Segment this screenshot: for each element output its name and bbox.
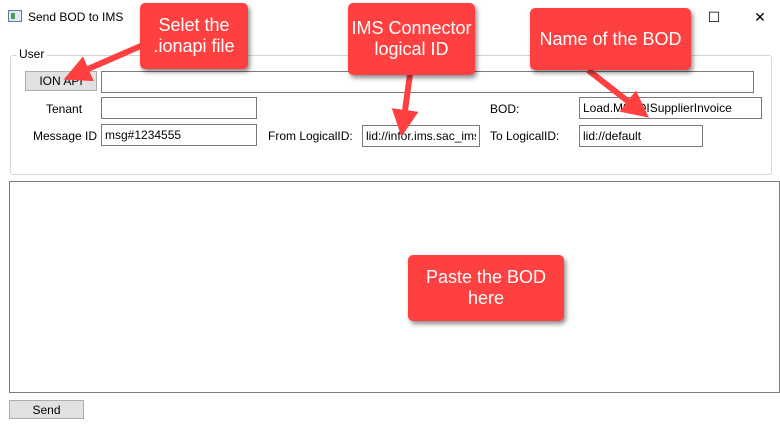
arrow-bod-name <box>586 67 649 118</box>
maximize-icon[interactable]: ☐ <box>707 8 721 25</box>
callout-logical-id: IMS Connector logical ID <box>348 3 475 75</box>
window-title: Send BOD to IMS <box>28 10 124 24</box>
tenant-label: Tenant <box>46 102 83 116</box>
bod-label: BOD: <box>490 102 520 116</box>
send-button[interactable]: Send <box>9 400 84 419</box>
arrow-ionapi <box>63 39 152 82</box>
from-logical-id-field[interactable] <box>362 125 480 147</box>
to-logical-id-field[interactable] <box>579 125 703 147</box>
tenant-field[interactable] <box>101 97 257 119</box>
callout-ionapi: Selet the .ionapi file <box>140 3 248 69</box>
arrow-logical-id <box>391 73 419 137</box>
to-logical-id-label: To LogicalID: <box>490 129 560 143</box>
message-id-field[interactable] <box>101 124 257 146</box>
callout-paste: Paste the BOD here <box>408 255 564 321</box>
close-icon[interactable]: ✕ <box>754 8 766 25</box>
callout-bod-name: Name of the BOD <box>530 8 691 70</box>
message-id-label: Message ID <box>33 129 98 143</box>
from-logical-id-label: From LogicalID: <box>268 129 353 143</box>
app-icon <box>8 10 22 22</box>
bod-text-area[interactable] <box>9 181 780 393</box>
group-label: User <box>16 47 48 61</box>
